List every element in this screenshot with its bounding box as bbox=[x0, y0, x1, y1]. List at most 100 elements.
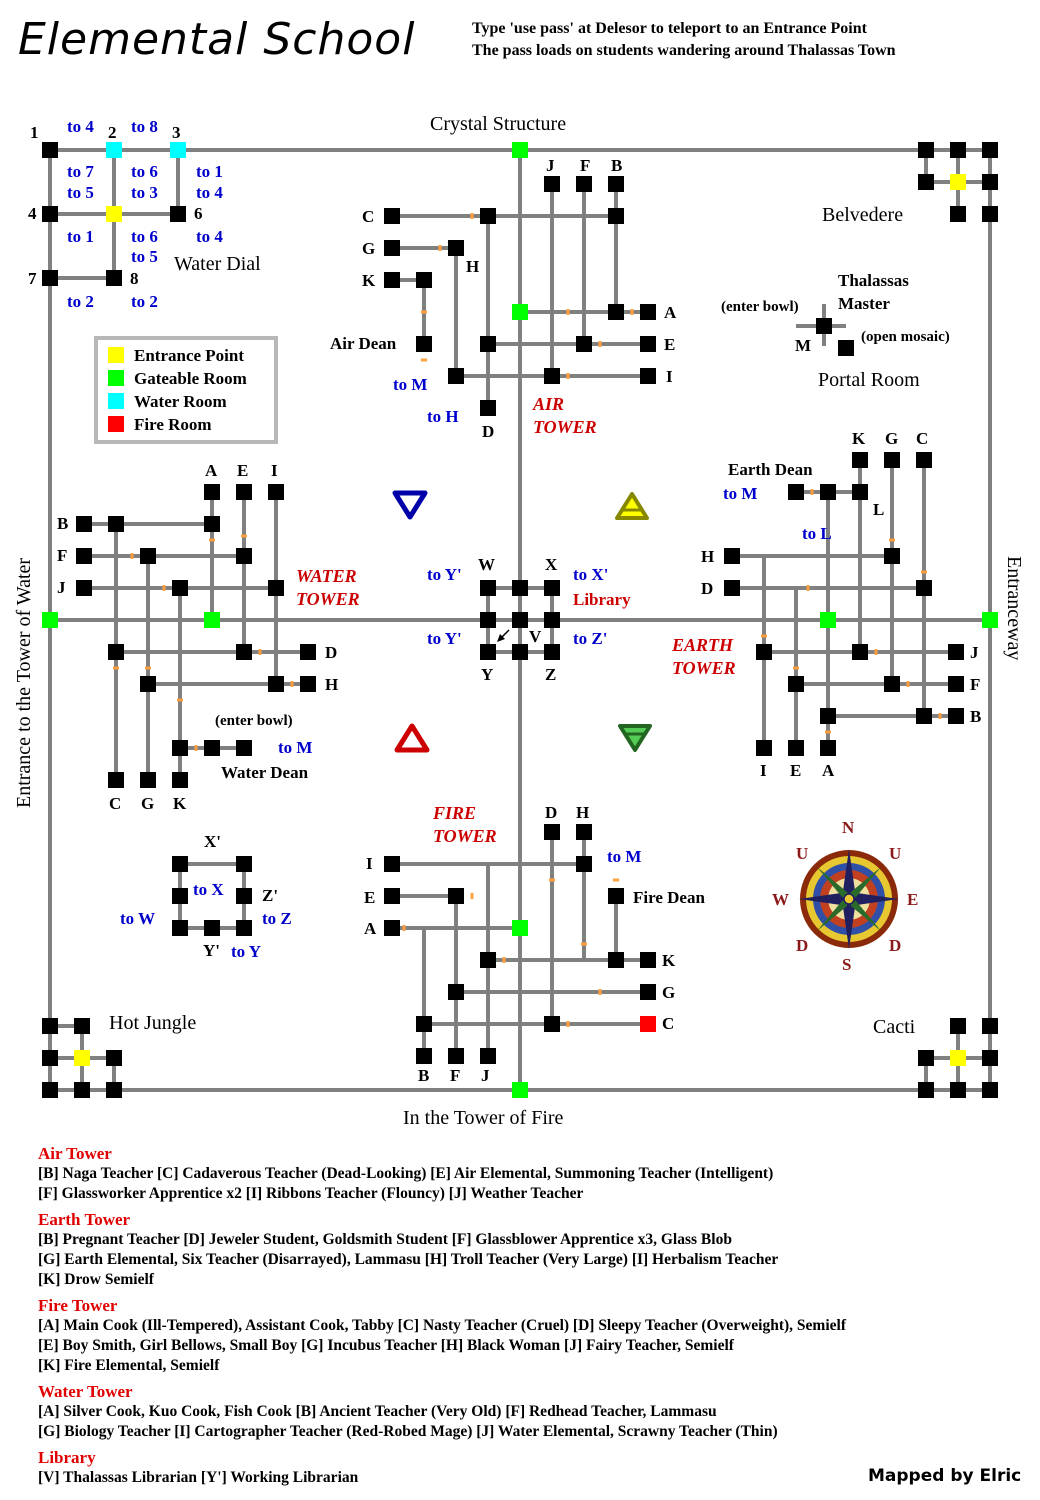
map-room bbox=[918, 142, 934, 158]
legend-item-label: Entrance Point bbox=[134, 346, 244, 365]
map-room bbox=[948, 644, 964, 660]
map-room bbox=[480, 644, 496, 660]
map-room bbox=[576, 856, 592, 872]
map-room bbox=[384, 888, 400, 904]
map-room bbox=[724, 548, 740, 564]
room-label: J bbox=[57, 578, 66, 597]
map-room bbox=[884, 676, 900, 692]
legend-line: [E] Boy Smith, Girl Bellows, Small Boy [… bbox=[38, 1337, 734, 1354]
map-room bbox=[416, 336, 432, 352]
library-label: Library bbox=[573, 590, 631, 609]
map-room bbox=[512, 142, 528, 158]
map-room bbox=[480, 1048, 496, 1064]
room-label: to Y bbox=[231, 942, 261, 961]
room-label: J bbox=[481, 1066, 490, 1085]
legend-line: [F] Glassworker Apprentice x2 [I] Ribbon… bbox=[38, 1185, 584, 1202]
room-label: to 4 bbox=[196, 227, 223, 246]
map-room bbox=[640, 952, 656, 968]
map-room bbox=[512, 580, 528, 596]
map-room bbox=[140, 772, 156, 788]
map-room bbox=[480, 400, 496, 416]
air-tower-label-2: TOWER bbox=[533, 417, 597, 437]
compass-w: W bbox=[772, 890, 789, 909]
earth-tower-label-1: EARTH bbox=[671, 635, 734, 655]
water-tower-label-2: TOWER bbox=[296, 589, 360, 609]
room-label: 6 bbox=[194, 204, 203, 223]
room-label: to X bbox=[193, 880, 224, 899]
map-room bbox=[42, 1018, 58, 1034]
map-room bbox=[640, 368, 656, 384]
map-room bbox=[982, 1018, 998, 1034]
map-room bbox=[544, 580, 560, 596]
map-rooms bbox=[42, 142, 998, 1098]
map-room bbox=[76, 580, 92, 596]
room-label: to 5 bbox=[131, 247, 158, 266]
legend-title: Water Tower bbox=[38, 1382, 133, 1401]
map-room bbox=[756, 644, 772, 660]
area-entranceway: Entranceway bbox=[1003, 556, 1025, 660]
room-label: A bbox=[822, 761, 835, 780]
legend-swatch bbox=[108, 393, 124, 409]
map-room bbox=[448, 984, 464, 1000]
earth-tower-label-2: TOWER bbox=[672, 658, 736, 678]
map-room bbox=[982, 1082, 998, 1098]
area-hot-jungle: Hot Jungle bbox=[109, 1012, 196, 1034]
room-label: to Y' bbox=[427, 629, 462, 648]
map-room bbox=[448, 368, 464, 384]
map-room bbox=[948, 708, 964, 724]
area-air-dean: Air Dean bbox=[330, 334, 397, 353]
map-room bbox=[982, 206, 998, 222]
map-room bbox=[788, 676, 804, 692]
air-triangle-icon bbox=[615, 492, 649, 520]
room-label: X' bbox=[204, 832, 221, 851]
map-room bbox=[416, 272, 432, 288]
map-room bbox=[724, 580, 740, 596]
legend-water: Water Tower [A] Silver Cook, Kuo Cook, F… bbox=[38, 1382, 998, 1442]
map-room bbox=[300, 644, 316, 660]
room-label: K bbox=[173, 794, 187, 813]
room-label: D bbox=[325, 643, 337, 662]
room-label: H bbox=[325, 675, 338, 694]
map-room bbox=[756, 740, 772, 756]
map-room bbox=[236, 484, 252, 500]
map-room bbox=[608, 888, 624, 904]
legend-title: Earth Tower bbox=[38, 1210, 131, 1229]
room-label: Z' bbox=[262, 886, 278, 905]
compass-u-right: U bbox=[889, 844, 901, 863]
map-room bbox=[950, 174, 966, 190]
area-thalassas: Thalassas bbox=[838, 271, 909, 290]
legend-air: Air Tower [B] Naga Teacher [C] Cadaverou… bbox=[38, 1144, 998, 1204]
room-label: B bbox=[57, 514, 68, 533]
room-label: C bbox=[662, 1014, 674, 1033]
map-room bbox=[172, 772, 188, 788]
room-label: to M bbox=[393, 375, 427, 394]
legend-line: [K] Fire Elemental, Semielf bbox=[38, 1357, 220, 1374]
map-room bbox=[544, 612, 560, 628]
map-room bbox=[106, 142, 122, 158]
map-room bbox=[204, 612, 220, 628]
room-label: G bbox=[141, 794, 154, 813]
map-room bbox=[384, 272, 400, 288]
map-room bbox=[268, 580, 284, 596]
map-room bbox=[918, 1082, 934, 1098]
legend-line: [A] Silver Cook, Kuo Cook, Fish Cook [B]… bbox=[38, 1403, 717, 1420]
room-label: C bbox=[362, 207, 374, 226]
compass-d-right: D bbox=[889, 936, 901, 955]
map-room bbox=[42, 206, 58, 222]
room-label: G bbox=[885, 429, 898, 448]
legend-library: Library [V] Thalassas Librarian [Y'] Wor… bbox=[38, 1448, 998, 1488]
map-room bbox=[838, 340, 854, 356]
room-label: 8 bbox=[130, 269, 139, 288]
room-label: M bbox=[795, 336, 811, 355]
room-label: to 1 bbox=[67, 227, 94, 246]
map-room bbox=[140, 548, 156, 564]
room-label: to L bbox=[802, 524, 832, 543]
map-room bbox=[608, 208, 624, 224]
map-room bbox=[416, 1048, 432, 1064]
map-room bbox=[172, 856, 188, 872]
map-room bbox=[204, 516, 220, 532]
room-label: K bbox=[362, 271, 376, 290]
map-room bbox=[172, 580, 188, 596]
